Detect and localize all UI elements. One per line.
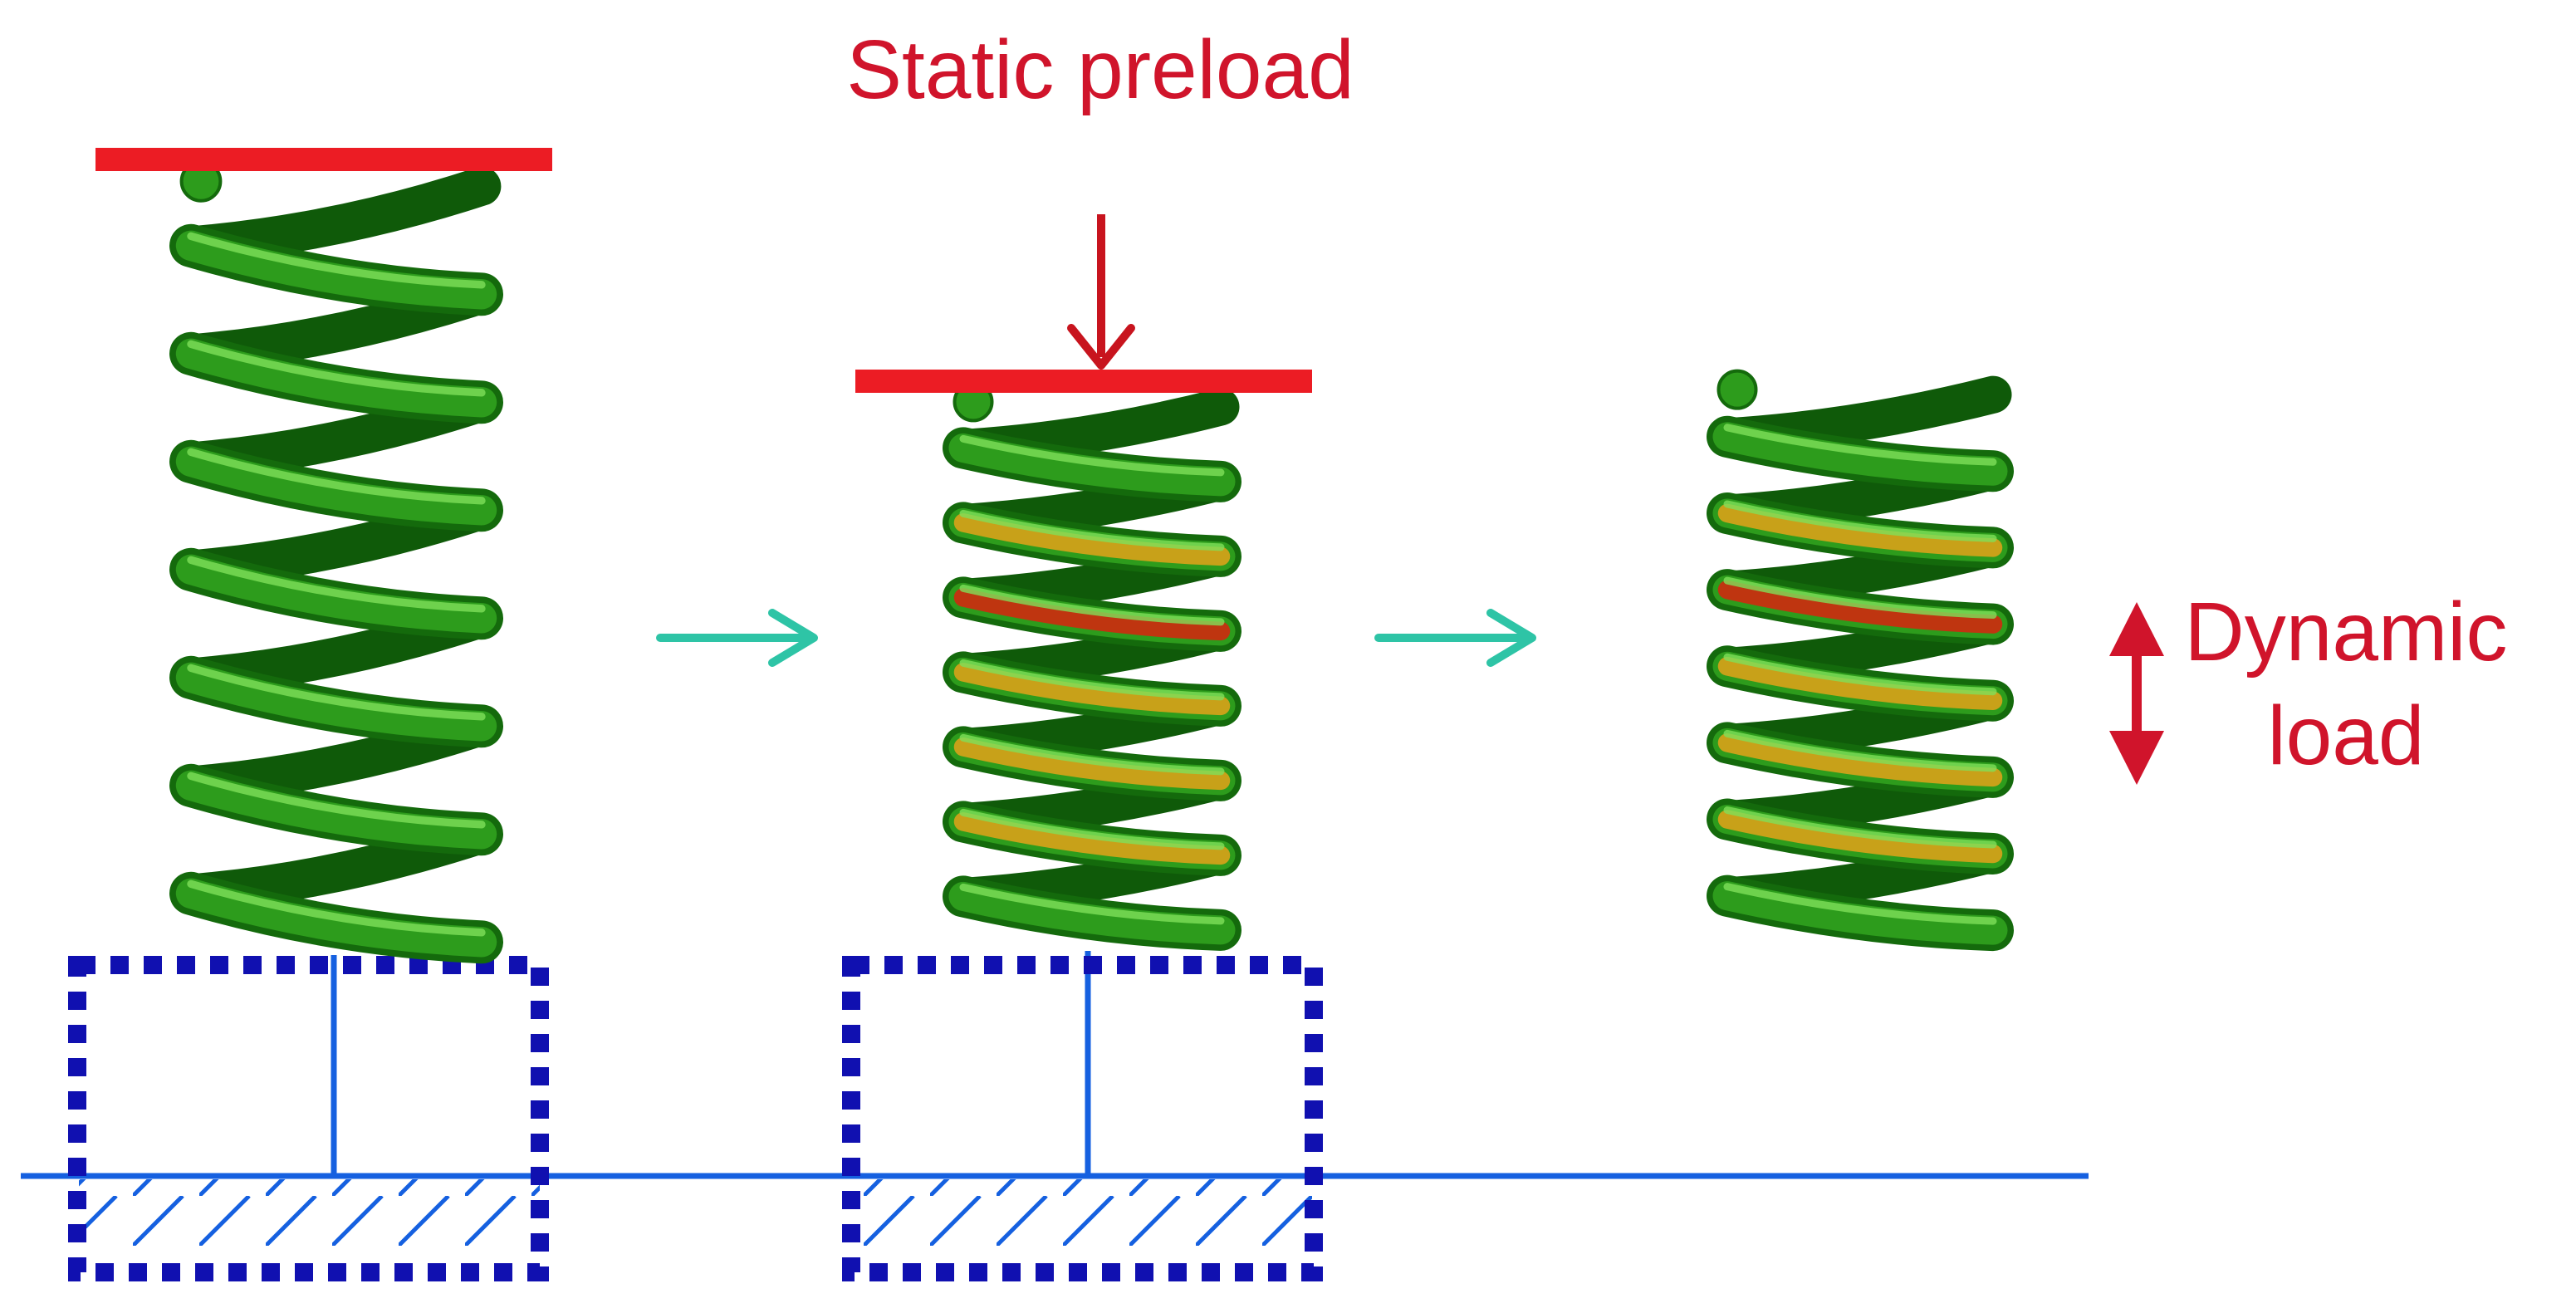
spring-highlight	[1723, 653, 1997, 696]
spring-highlight	[1723, 729, 1997, 772]
dynamic-load-arrow	[2109, 602, 2164, 785]
preload-arrow	[1067, 214, 1135, 370]
spring-stress-band	[953, 663, 1231, 716]
spring-front-shade	[948, 433, 1236, 497]
spring-stress-band	[1717, 503, 2003, 557]
spring-highlight	[959, 808, 1225, 850]
spring-front-shade	[175, 770, 497, 850]
flow-arrow-2	[1374, 609, 1536, 667]
spring-free	[169, 159, 503, 964]
spring-highlight	[959, 584, 1225, 626]
spring-stress-band	[953, 812, 1231, 865]
spring-highlight	[1723, 883, 1997, 925]
support-2-dashed-box	[842, 956, 1323, 1281]
support-2-hatch	[851, 1179, 1312, 1246]
spring-highlight	[959, 883, 1225, 925]
spring-highlight	[959, 733, 1225, 776]
spring-preloaded	[943, 381, 1241, 951]
dynamic-load-label-line1: Dynamic	[2185, 585, 2508, 679]
spring-front-shade	[175, 662, 497, 742]
spring-highlight	[1723, 576, 1997, 620]
spring-highlight	[1723, 424, 1997, 466]
support-1-hatch	[79, 1179, 540, 1246]
flow-arrow-1	[656, 609, 818, 667]
spring-front-shade	[175, 446, 497, 526]
spring-front-shade	[175, 878, 497, 958]
spring-highlight	[187, 664, 486, 721]
spring-stress-band	[953, 588, 1231, 641]
spring-highlight	[187, 772, 486, 829]
spring-highlight	[1723, 806, 1997, 849]
spring-stress-band	[1717, 580, 2003, 634]
spring-stress-band	[953, 513, 1231, 566]
spring-highlight	[187, 448, 486, 505]
top-plate-1	[95, 148, 552, 171]
spring-end-cap	[1717, 369, 1758, 410]
spring-front-shade	[175, 230, 497, 310]
spring-highlight	[959, 509, 1225, 551]
spring-stress-band	[1717, 656, 2003, 710]
spring-stress-band	[953, 737, 1231, 791]
spring-front-shade	[175, 338, 497, 418]
static-preload-label: Static preload	[846, 23, 1354, 116]
spring-highlight	[959, 434, 1225, 477]
support-1	[68, 955, 549, 1281]
spring-stress-band	[1717, 810, 2003, 864]
spring-front-shade	[1712, 422, 2008, 486]
spring-highlight	[959, 659, 1225, 701]
spring-front-shade	[948, 881, 1236, 945]
top-plate-2	[855, 370, 1312, 393]
support-1-dashed-box	[68, 956, 549, 1281]
spring-highlight	[187, 232, 486, 289]
spring-dynamic	[1707, 369, 2014, 952]
dynamic-load-label-line2: load	[2267, 689, 2424, 782]
support-2	[842, 951, 1323, 1281]
spring-front-shade	[1712, 881, 2008, 945]
spring-highlight	[187, 879, 486, 937]
spring-front-shade	[175, 554, 497, 634]
spring-highlight	[1723, 500, 1997, 542]
spring-highlight	[187, 340, 486, 397]
spring-stress-band	[1717, 733, 2003, 787]
spring-highlight	[187, 556, 486, 613]
